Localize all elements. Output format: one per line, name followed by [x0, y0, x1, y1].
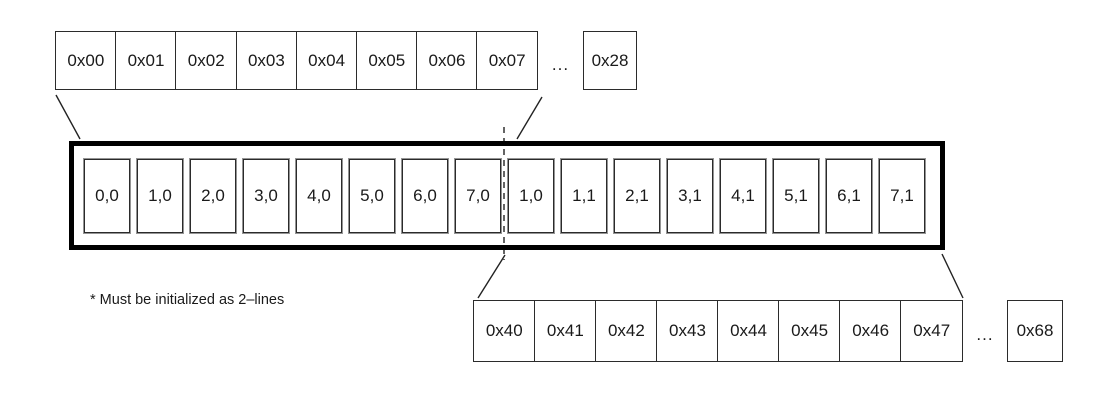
address-cell: 0x46	[839, 300, 902, 362]
display-cell: 5,0	[349, 158, 395, 233]
display-cell: 4,1	[720, 158, 766, 233]
display-cell: 6,0	[402, 158, 448, 233]
note-text: * Must be initialized as 2–lines	[90, 292, 285, 308]
address-cell: 0x03	[235, 31, 298, 90]
address-cell: 0x47	[900, 300, 963, 362]
display-cell: 1,1	[561, 158, 607, 233]
address-cell: 0x41	[534, 300, 597, 362]
display-cell: 3,1	[667, 158, 713, 233]
connector-bottom-left	[477, 254, 506, 299]
connector-bottom-right	[941, 253, 964, 299]
display-cell: 5,1	[773, 158, 819, 233]
display-cell: 3,0	[243, 158, 289, 233]
address-cell: 0x43	[656, 300, 719, 362]
display-cell: 4,0	[296, 158, 342, 233]
address-cell: 0x40	[473, 300, 536, 362]
display-cell: 6,1	[826, 158, 872, 233]
display-cell: 1,0	[508, 158, 554, 233]
display-cell: 2,1	[614, 158, 660, 233]
address-cell: 0x06	[416, 31, 478, 90]
display-cell: 1,0	[137, 158, 183, 233]
display-cell: 0,0	[84, 158, 130, 233]
address-cell: 0x45	[778, 300, 841, 362]
line2-last-address-cell: 0x68	[1007, 300, 1063, 362]
display-cell: 7,1	[879, 158, 925, 233]
connector-top-left	[55, 94, 81, 140]
address-cell: 0x05	[355, 31, 418, 90]
line1-last-address-cell: 0x28	[583, 31, 637, 90]
address-cell: 0x00	[55, 31, 117, 90]
connector-top-right	[516, 96, 543, 140]
address-cell: 0x42	[595, 300, 658, 362]
line1-ellipsis: ...	[551, 54, 570, 74]
address-cell: 0x04	[295, 31, 358, 90]
display-cell: 2,0	[190, 158, 236, 233]
address-cell: 0x02	[175, 31, 238, 90]
address-cell: 0x01	[115, 31, 177, 90]
display-cell: 7,0	[455, 158, 501, 233]
address-cell: 0x07	[476, 31, 538, 90]
address-cell: 0x44	[717, 300, 780, 362]
line2-ellipsis: ...	[976, 325, 994, 344]
